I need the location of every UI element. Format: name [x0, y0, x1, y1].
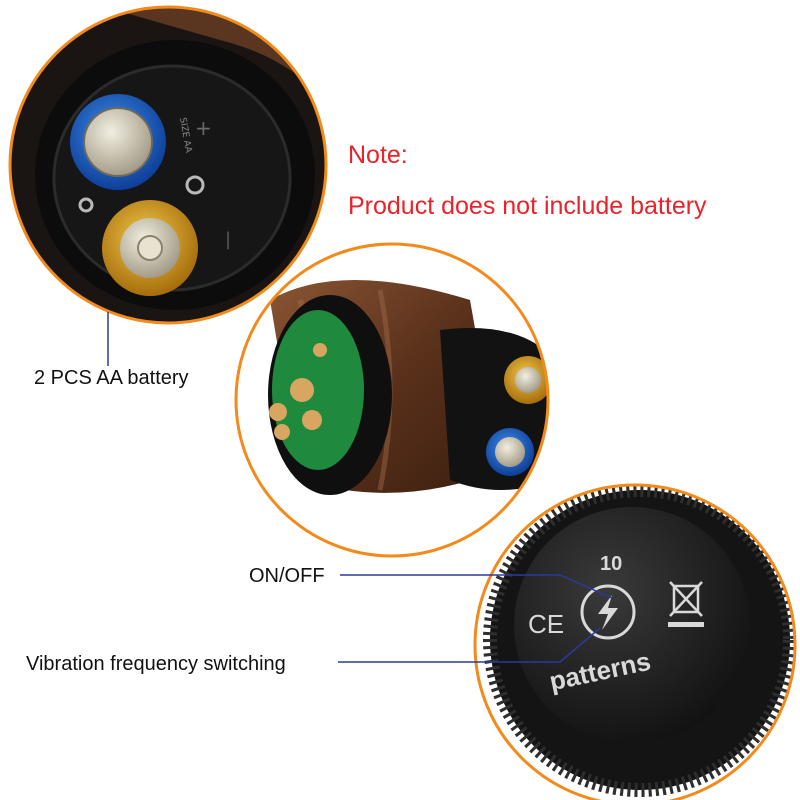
polarity-plus: +	[195, 116, 212, 140]
recycle-bin-icon	[668, 581, 704, 627]
vibration-leader-line	[338, 627, 601, 663]
control-cap-closeup: 10 CE patterns	[473, 483, 797, 800]
onoff-callout: ON/OFF	[249, 565, 325, 587]
note-title: Note:	[348, 141, 408, 169]
middle-circle-frame	[234, 242, 550, 558]
ce-mark: CE	[528, 609, 564, 639]
power-button	[580, 584, 636, 640]
vibration-callout: Vibration frequency switching	[26, 653, 286, 675]
onoff-leader-line	[340, 574, 613, 599]
note-message: Product does not include battery	[348, 192, 707, 220]
battery-compartment-closeup: + | SIZE AA	[8, 5, 328, 325]
top-circle-frame	[8, 5, 328, 325]
bottom-circle-frame	[473, 483, 797, 800]
cap-count-text: 10	[600, 553, 622, 575]
battery-callout: 2 PCS AA battery	[34, 367, 189, 389]
svg-text:|: |	[225, 229, 231, 250]
pcb-board	[272, 310, 364, 470]
opened-product-closeup	[234, 242, 550, 558]
